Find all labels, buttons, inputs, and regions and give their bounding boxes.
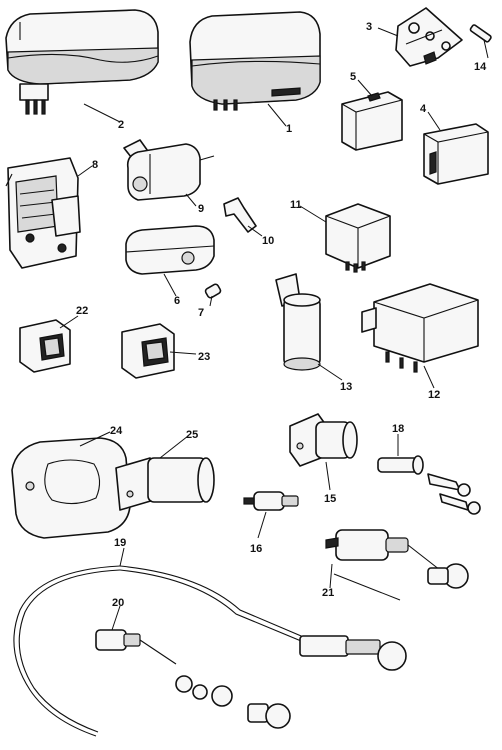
part-9-switch-assembly xyxy=(123,139,215,201)
part-23-rocker-switch xyxy=(121,323,175,379)
callout-5: 5 xyxy=(350,71,356,83)
part-11-flasher-unit xyxy=(325,203,391,273)
callout-9: 9 xyxy=(198,203,204,215)
callout-18: 18 xyxy=(392,423,404,435)
callout-10: 10 xyxy=(262,235,274,247)
part-24-housing xyxy=(11,437,131,539)
callout-16: 16 xyxy=(250,543,262,555)
part-18-lock-and-keys xyxy=(377,455,481,515)
callout-labels: 2 1 3 14 5 4 8 9 10 11 6 7 13 12 22 23 2… xyxy=(76,21,487,609)
part-10-clip xyxy=(223,197,257,233)
callout-23: 23 xyxy=(198,351,210,363)
callout-14: 14 xyxy=(474,61,487,73)
part-4-cover xyxy=(423,123,489,185)
part-19-choke-cable xyxy=(13,565,407,737)
callout-21: 21 xyxy=(322,587,334,599)
callout-2: 2 xyxy=(118,119,124,131)
callout-8: 8 xyxy=(92,159,98,171)
leader-lines xyxy=(59,27,489,631)
part-13-capacitor xyxy=(275,273,321,371)
callout-6: 6 xyxy=(174,295,180,307)
callout-15: 15 xyxy=(324,493,336,505)
callout-22: 22 xyxy=(76,305,88,317)
callout-1: 1 xyxy=(286,123,292,135)
callout-19: 19 xyxy=(114,537,126,549)
callout-24: 24 xyxy=(110,425,123,437)
part-6-relay-base xyxy=(125,225,215,275)
part-21-cable-switch xyxy=(325,529,469,589)
part-12-relay xyxy=(361,283,479,373)
part-5-cover xyxy=(341,91,403,151)
callout-20: 20 xyxy=(112,597,124,609)
callout-4: 4 xyxy=(420,103,427,115)
part-3-fuse-block xyxy=(395,7,463,67)
part-20-choke-control xyxy=(95,629,291,729)
part-2-control-box xyxy=(5,9,159,115)
part-25-motor-housing xyxy=(115,457,215,511)
part-8-mounting-plate xyxy=(5,157,81,269)
callout-7: 7 xyxy=(198,307,204,319)
part-14-fuse xyxy=(469,24,492,43)
callout-12: 12 xyxy=(428,389,440,401)
part-16-switch xyxy=(243,491,299,511)
part-22-rocker-switch xyxy=(19,319,71,373)
part-1-control-box xyxy=(189,11,321,111)
part-7-plug xyxy=(204,283,222,299)
part-15-switch-housing xyxy=(289,413,358,467)
callout-13: 13 xyxy=(340,381,352,393)
callout-11: 11 xyxy=(290,199,302,211)
callout-25: 25 xyxy=(186,429,198,441)
callout-3: 3 xyxy=(366,21,372,33)
